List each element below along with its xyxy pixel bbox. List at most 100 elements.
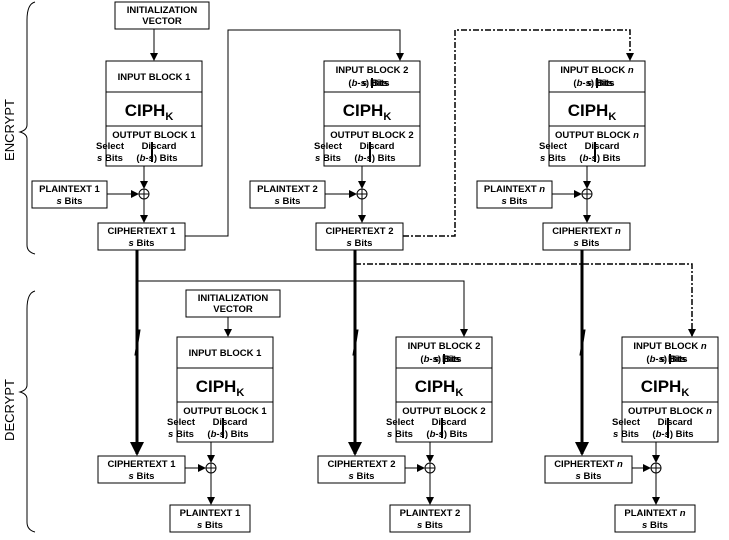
input-block-right: s Bits: [362, 78, 388, 89]
output-select-bits: s Bits: [315, 153, 341, 164]
output-discard-label: Discard: [658, 417, 693, 428]
line-break-mark: [579, 329, 586, 356]
input-block-title: INPUT BLOCK 2: [408, 341, 481, 352]
ciphertext-box: CIPHERTEXT 1s Bits: [97, 222, 186, 251]
ciphertext-box-line2: s Bits: [576, 471, 602, 482]
plaintext-box: PLAINTEXT 1s Bits: [31, 180, 108, 209]
encrypt-brace: [18, 1, 36, 255]
output-discard-bits: (b-s) Bits: [579, 153, 620, 164]
output-select-bits: s Bits: [387, 429, 413, 440]
input-block-title: INPUT BLOCK n: [633, 341, 707, 352]
ciphertext-box: CIPHERTEXT ns Bits: [542, 222, 631, 251]
ciphertext-box-line1: CIPHERTEXT 2: [325, 226, 393, 237]
cipher-function-label: CIPHK: [343, 101, 392, 123]
output-discard-bits: (b-s) Bits: [426, 429, 467, 440]
xor-icon: [356, 188, 368, 200]
output-select-label: Select: [539, 141, 568, 152]
output-select-label: Select: [314, 141, 343, 152]
plaintext-box: PLAINTEXT 1s Bits: [169, 504, 251, 533]
ciphertext-box-line2: s Bits: [129, 471, 155, 482]
feedback-line-2: [403, 29, 634, 237]
cipher-function-label: CIPHK: [125, 101, 174, 123]
xor-icon: [581, 188, 593, 200]
ciphertext-box: CIPHERTEXT 2s Bits: [315, 222, 404, 251]
output-block-title: OUTPUT BLOCK 2: [402, 406, 485, 417]
output-discard-bits: (b-s) Bits: [652, 429, 693, 440]
input-block-right: s Bits: [660, 354, 686, 365]
iv-line1: INITIALIZATION: [127, 5, 198, 16]
input-block-left: (b-s) Bits: [646, 354, 687, 365]
ciphertext-box-line2: s Bits: [347, 238, 373, 249]
ciphertext-box-line1: CIPHERTEXT 1: [107, 459, 176, 470]
plaintext-box: PLAINTEXT 2s Bits: [389, 504, 471, 533]
input-block-left: (b-s) Bits: [420, 354, 461, 365]
plaintext-box-line1: PLAINTEXT 2: [257, 184, 318, 195]
plaintext-box-line2: s Bits: [642, 520, 668, 531]
feedback-line-1: [185, 29, 404, 237]
cipher-function-label: CIPHK: [415, 377, 464, 399]
xor-icon: [138, 188, 150, 200]
plaintext-box: PLAINTEXT 2s Bits: [249, 180, 326, 209]
plaintext-box: PLAINTEXT ns Bits: [614, 504, 696, 533]
cipher-function-label: CIPHK: [568, 101, 617, 123]
output-discard-label: Discard: [142, 141, 177, 152]
output-select-bits: s Bits: [168, 429, 194, 440]
xor-icon: [650, 462, 662, 474]
output-block-title: OUTPUT BLOCK n: [555, 130, 639, 141]
output-block-title: OUTPUT BLOCK 2: [330, 130, 413, 141]
ciphertext-box-line1: CIPHERTEXT 1: [107, 226, 176, 237]
output-discard-bits: (b-s) Bits: [136, 153, 177, 164]
plaintext-box-line1: PLAINTEXT 2: [400, 508, 461, 519]
cipher-function-label: CIPHK: [641, 377, 690, 399]
iv-line1: INITIALIZATION: [198, 293, 269, 304]
output-block-title: OUTPUT BLOCK 1: [112, 130, 196, 141]
input-block-title: INPUT BLOCK 1: [189, 348, 263, 359]
cipher-function-label: CIPHK: [196, 377, 245, 399]
plaintext-box-line2: s Bits: [57, 196, 83, 207]
plaintext-box-line1: PLAINTEXT 1: [180, 508, 241, 519]
input-block-left: (b-s) Bits: [348, 78, 389, 89]
output-discard-label: Discard: [432, 417, 467, 428]
ciphertext-box: CIPHERTEXT ns Bits: [544, 455, 633, 484]
ciphertext-box-line1: CIPHERTEXT n: [554, 459, 623, 470]
plaintext-box-line1: PLAINTEXT n: [624, 508, 685, 519]
plaintext-box-line2: s Bits: [197, 520, 223, 531]
iv-line2: VECTOR: [142, 16, 182, 27]
decrypt-brace: [18, 290, 36, 533]
ciphertext-box-line2: s Bits: [129, 238, 155, 249]
ciphertext-box-line2: s Bits: [349, 471, 375, 482]
input-block-title: INPUT BLOCK 2: [336, 65, 409, 76]
line-break-mark: [134, 329, 141, 356]
output-discard-bits: (b-s) Bits: [354, 153, 395, 164]
output-block-title: OUTPUT BLOCK 1: [183, 406, 267, 417]
plaintext-box-line2: s Bits: [275, 196, 301, 207]
input-block-title: INPUT BLOCK n: [560, 65, 634, 76]
ciphertext-box-line1: CIPHERTEXT 2: [327, 459, 395, 470]
output-select-label: Select: [612, 417, 641, 428]
input-block-title: INPUT BLOCK 1: [118, 72, 192, 83]
xor-icon: [424, 462, 436, 474]
ciphertext-box-line2: s Bits: [574, 238, 600, 249]
plaintext-box: PLAINTEXT ns Bits: [476, 180, 553, 209]
decrypt-feedback-line-2: [355, 263, 696, 337]
input-block-right: s Bits: [587, 78, 613, 89]
iv-line2: VECTOR: [213, 304, 253, 315]
input-block-right: s Bits: [434, 354, 460, 365]
xor-icon: [205, 462, 217, 474]
decrypt-feedback-line-1: [137, 280, 468, 337]
output-select-bits: s Bits: [613, 429, 639, 440]
decrypt-label: DECRYPT: [2, 379, 17, 441]
input-block-left: (b-s) Bits: [573, 78, 614, 89]
output-discard-label: Discard: [585, 141, 620, 152]
output-discard-label: Discard: [213, 417, 248, 428]
output-block-title: OUTPUT BLOCK n: [628, 406, 712, 417]
output-select-label: Select: [167, 417, 196, 428]
